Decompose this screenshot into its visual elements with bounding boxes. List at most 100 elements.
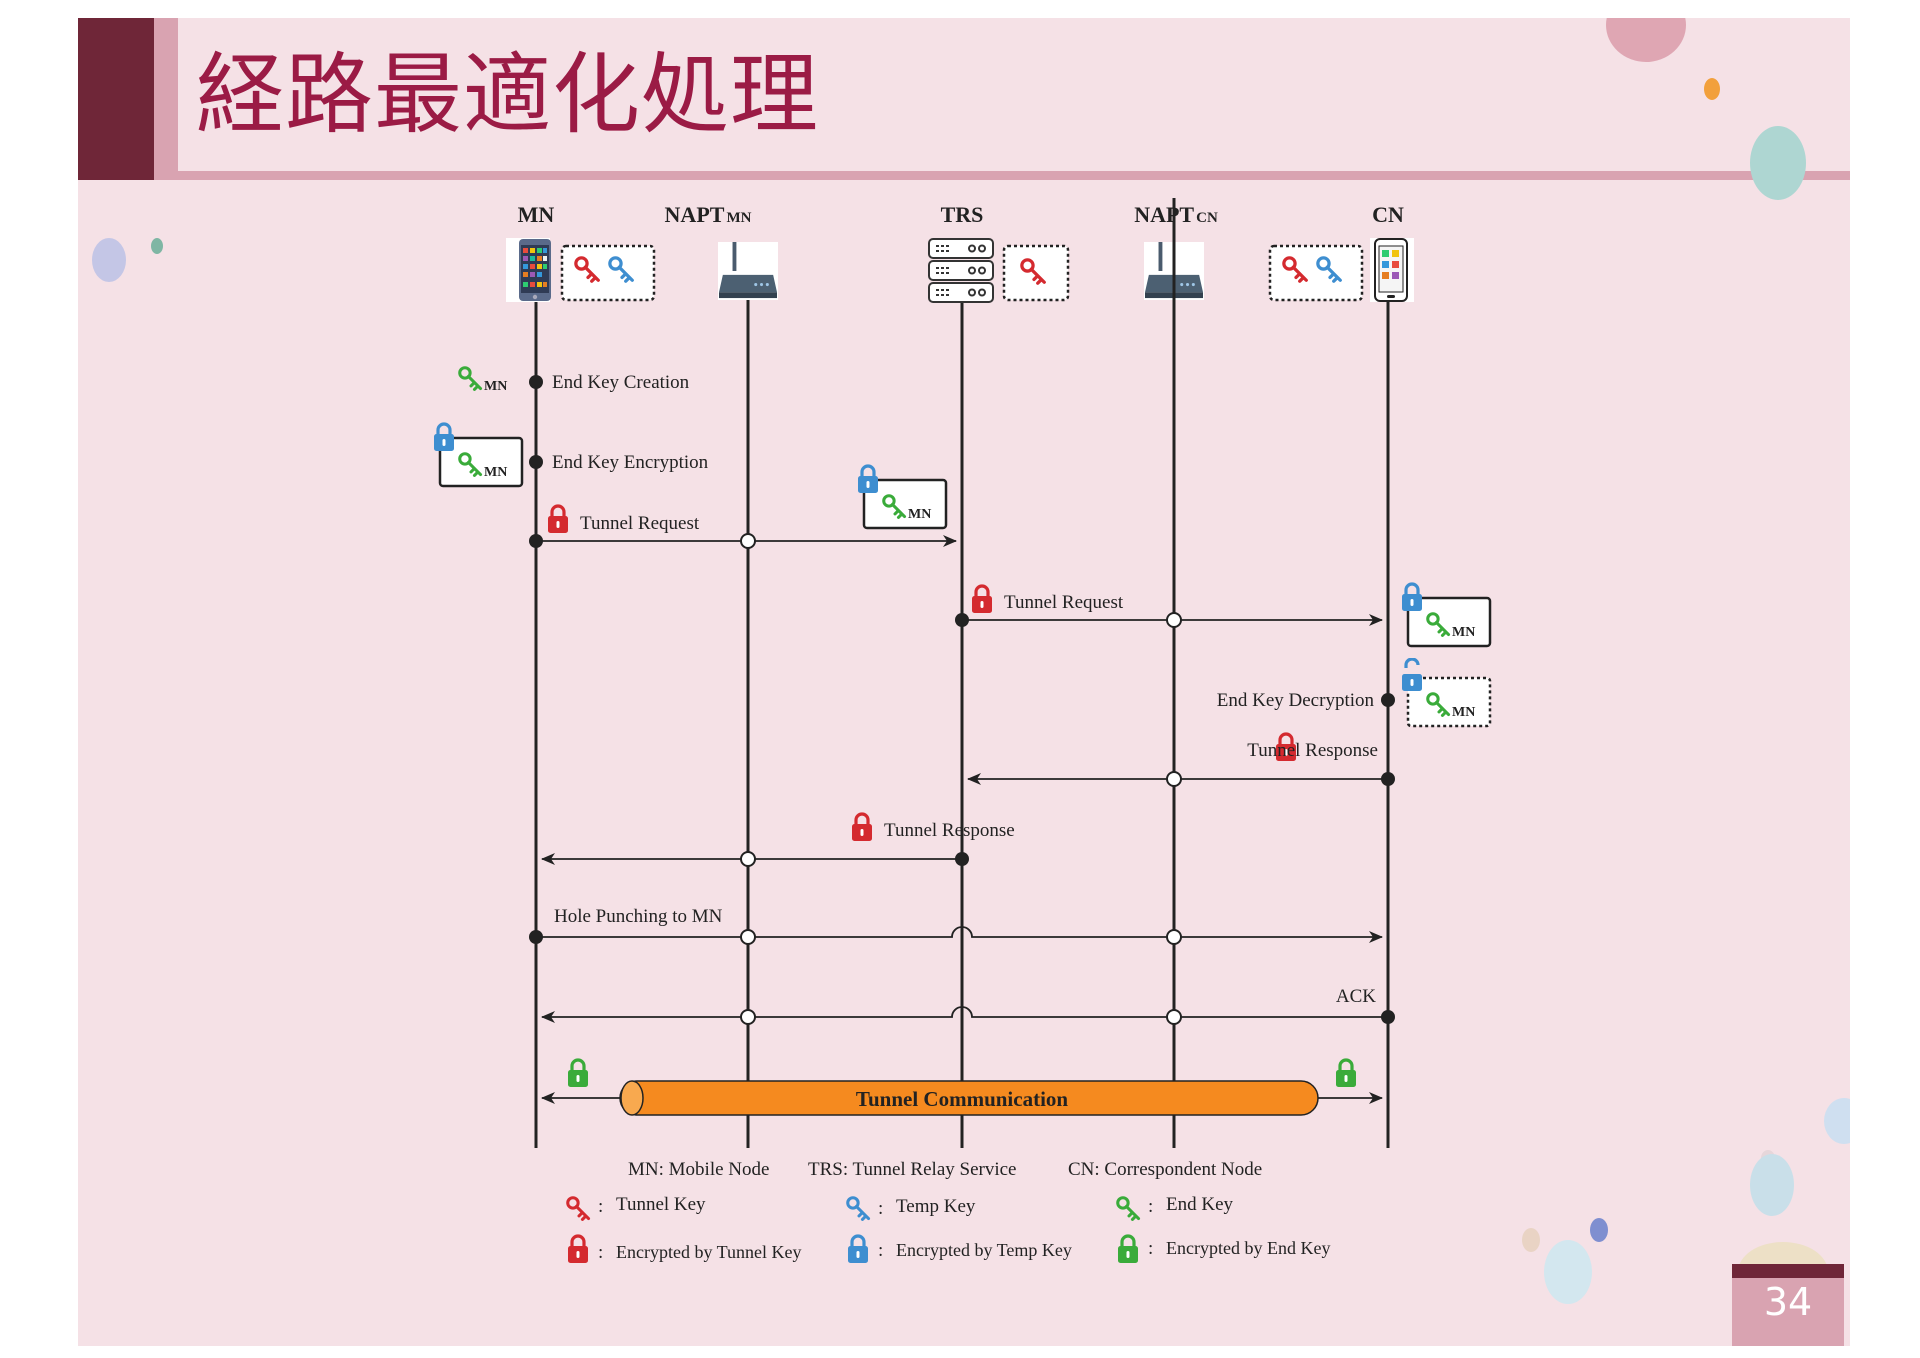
open-padlock-icon [1400, 658, 1424, 692]
page-number: 34 [1763, 1280, 1813, 1324]
legend-abbrev-mn: MN: Mobile Node [628, 1159, 769, 1180]
legend-separator: : [1148, 1196, 1153, 1217]
legend-abbrev-cn: CN: Correspondent Node [1068, 1159, 1262, 1180]
page-number-accent [1732, 1264, 1844, 1278]
key-tag: MN [1452, 705, 1475, 720]
smartphone-icon [519, 239, 551, 301]
encrypted-key-box [438, 436, 524, 488]
node-label-napt-mn-main: NAPT [665, 202, 725, 227]
relay-dot [740, 851, 756, 867]
key-icon [846, 1196, 871, 1221]
encrypted-key-box [862, 478, 948, 530]
relay-dot [1166, 1009, 1182, 1025]
legend-enc-temp: Encrypted by Temp Key [896, 1240, 1072, 1260]
event-dot [1381, 693, 1395, 707]
padlock-icon [1400, 582, 1424, 612]
header-accent-light [154, 18, 178, 180]
legend-enc-tunnel: Encrypted by Tunnel Key [616, 1242, 801, 1262]
relay-dot [740, 533, 756, 549]
decoration-bubble [1750, 126, 1806, 200]
relay-dot [740, 1009, 756, 1025]
tunnel-communication-label: Tunnel Communication [856, 1087, 1069, 1111]
event-dot [1381, 772, 1395, 786]
relay-dot [740, 929, 756, 945]
node-label-trs: TRS [941, 202, 984, 227]
tunnel-pipe-mouth [620, 1080, 644, 1116]
padlock-icon [970, 584, 994, 614]
event-dot [1381, 1010, 1395, 1024]
event-dot [955, 852, 969, 866]
event-dot [529, 534, 543, 548]
decoration-bubble [1590, 1218, 1608, 1242]
message-tunnel-request-2: Tunnel Request [1004, 592, 1124, 613]
legend-end-key: End Key [1166, 1194, 1234, 1215]
decoration-bubble [1544, 1240, 1592, 1304]
key-box-cn [1268, 244, 1364, 302]
key-tag: MN [484, 465, 507, 480]
padlock-icon [546, 504, 570, 534]
slide: 経路最適化処理 34 [78, 18, 1850, 1346]
decoration-bubble [1522, 1228, 1540, 1252]
message-tunnel-request-1: Tunnel Request [580, 513, 700, 534]
key-icon [458, 366, 483, 391]
legend-separator: : [598, 1196, 603, 1217]
padlock-icon [566, 1058, 590, 1088]
legend-separator: : [878, 1240, 883, 1261]
key-icon [566, 1196, 591, 1221]
decoration-bubble [1750, 1154, 1794, 1216]
decoration-bubble [151, 238, 163, 254]
padlock-icon [850, 812, 874, 842]
padlock-icon [856, 464, 880, 494]
event-dot [529, 930, 543, 944]
legend-temp-key: Temp Key [896, 1196, 976, 1217]
node-label-napt-cn-sub: CN [1196, 210, 1218, 226]
legend-separator: : [878, 1198, 883, 1219]
node-label-mn: MN [518, 202, 555, 227]
smartphone-icon [1374, 238, 1408, 302]
legend-enc-end: Encrypted by End Key [1166, 1238, 1330, 1258]
header-accent-dark [78, 18, 154, 180]
encrypted-key-box [1406, 596, 1492, 648]
header-rule [178, 171, 1850, 180]
message-tunnel-response-2: Tunnel Response [884, 820, 1015, 841]
node-label-napt-mn-sub: MN [726, 210, 751, 226]
legend-tunnel-key: Tunnel Key [616, 1194, 706, 1215]
padlock-icon [432, 422, 456, 452]
legend-separator: : [1148, 1238, 1153, 1259]
arrow-hole-punching [536, 926, 1383, 943]
node-label-napt-cn-main: NAPT [1134, 202, 1194, 227]
legend-separator: : [598, 1242, 603, 1263]
tunnel-pipe [619, 1080, 1319, 1116]
decoration-bubble [1824, 1098, 1850, 1144]
arrow-ack [541, 1006, 1388, 1023]
key-icon [1116, 1196, 1141, 1221]
padlock-icon [566, 1234, 590, 1264]
event-dot [955, 613, 969, 627]
key-tag: MN [484, 379, 507, 394]
message-ack: ACK [1336, 986, 1376, 1007]
server-icon [928, 238, 994, 303]
event-dot [529, 375, 543, 389]
relay-dot [1166, 612, 1182, 628]
message-hole-punching: Hole Punching to MN [554, 906, 723, 927]
relay-dot [1166, 771, 1182, 787]
message-tunnel-response-1: Tunnel Response [1247, 740, 1378, 761]
relay-dot [1166, 929, 1182, 945]
key-box-mn [560, 244, 656, 302]
message-end-key-decryption: End Key Decryption [1217, 690, 1375, 711]
message-end-key-creation: End Key Creation [552, 372, 690, 393]
padlock-icon [1334, 1058, 1358, 1088]
key-tag: MN [908, 507, 931, 522]
decrypted-key-box [1406, 676, 1492, 728]
decoration-bubble [92, 238, 126, 282]
padlock-icon [1116, 1234, 1140, 1264]
event-dot [529, 455, 543, 469]
key-tag: MN [1452, 625, 1475, 640]
legend-abbrev-trs: TRS: Tunnel Relay Service [808, 1159, 1016, 1180]
page-title: 経路最適化処理 [196, 43, 820, 146]
node-label-cn: CN [1372, 202, 1404, 227]
decoration-bubble [1704, 78, 1720, 100]
padlock-icon [846, 1234, 870, 1264]
